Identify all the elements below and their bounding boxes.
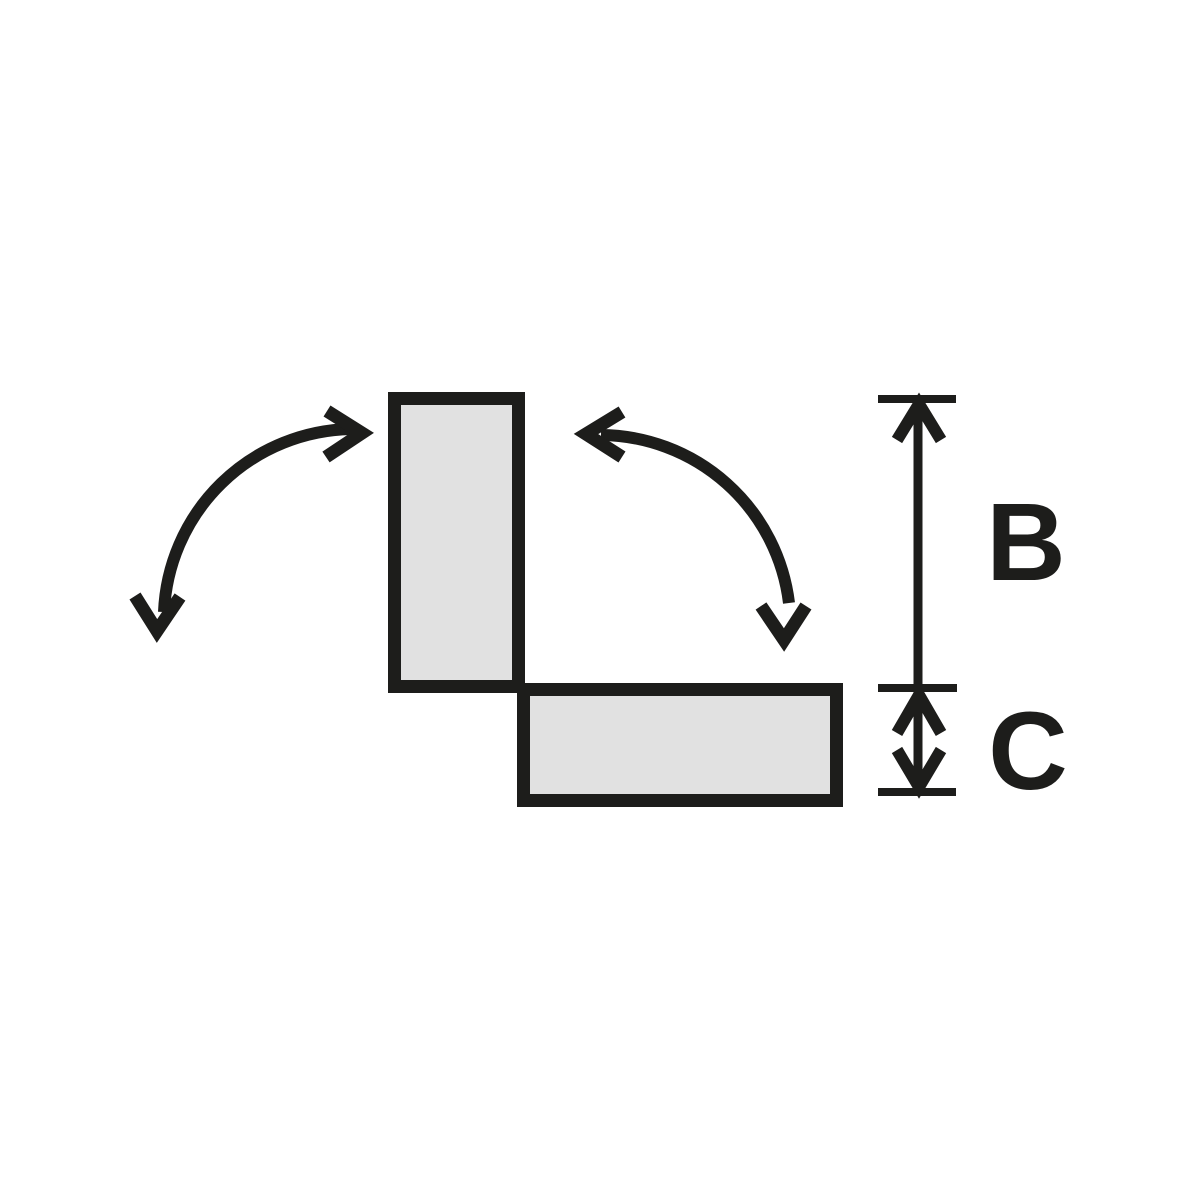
dimension-label-c: C — [988, 690, 1067, 813]
swivel-arrow-left-head-right-icon — [322, 405, 374, 463]
dimension-arrow-up-top-icon — [891, 392, 947, 444]
swivel-arrow-right-head-down-icon — [755, 602, 812, 652]
swivel-arrow-left-icon — [129, 405, 374, 643]
swivel-arrow-left-arc — [158, 423, 352, 613]
dimension-arrow-up-middle-icon — [891, 683, 947, 737]
swivel-arrow-left-head-down-icon — [129, 592, 186, 643]
horizontal-arm-rectangle — [517, 683, 843, 807]
dimension-label-b: B — [986, 481, 1065, 604]
vertical-arm-rectangle — [388, 392, 525, 693]
swivel-arrow-right-icon — [573, 406, 812, 652]
swivel-arrow-right-arc — [600, 429, 795, 604]
dimension-indicator — [878, 392, 957, 799]
clamp-body — [388, 392, 843, 807]
swivel-arrow-right-head-left-icon — [573, 406, 626, 463]
dimension-arrow-down-bottom-icon — [891, 746, 947, 799]
